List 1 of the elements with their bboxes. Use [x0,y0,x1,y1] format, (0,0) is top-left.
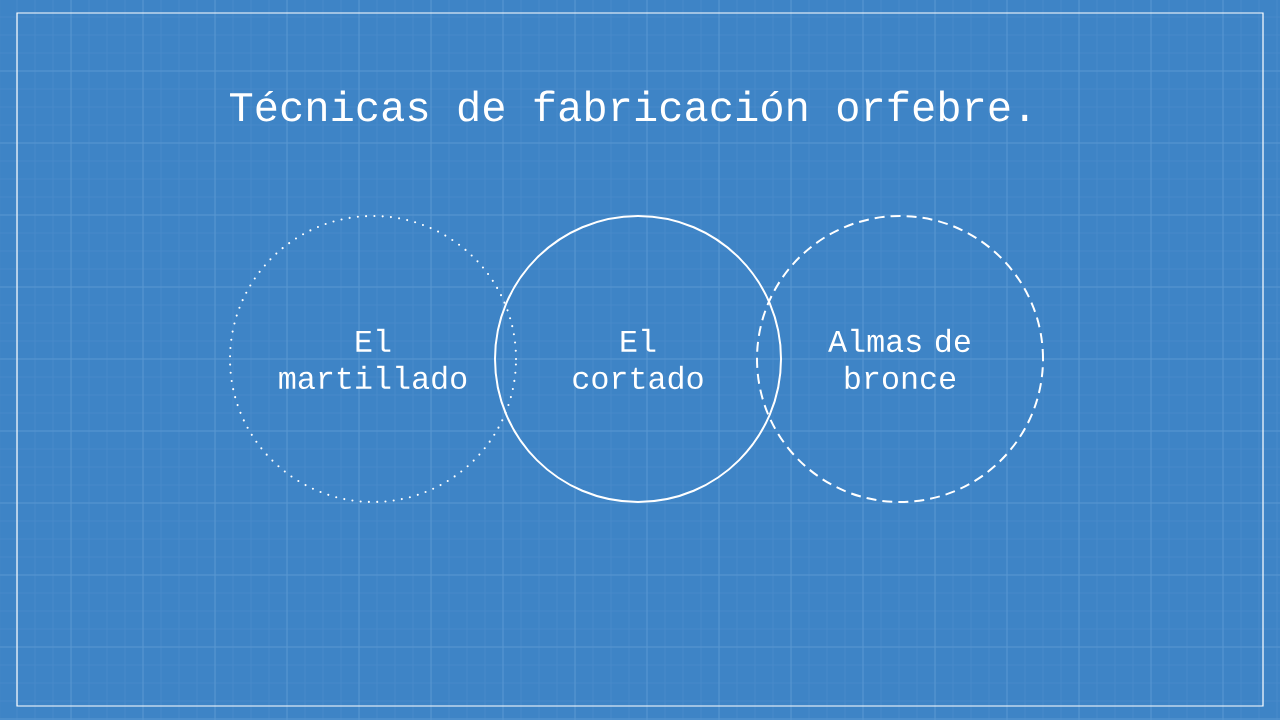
title: Técnicas de fabricación orfebre. [230,90,1028,122]
